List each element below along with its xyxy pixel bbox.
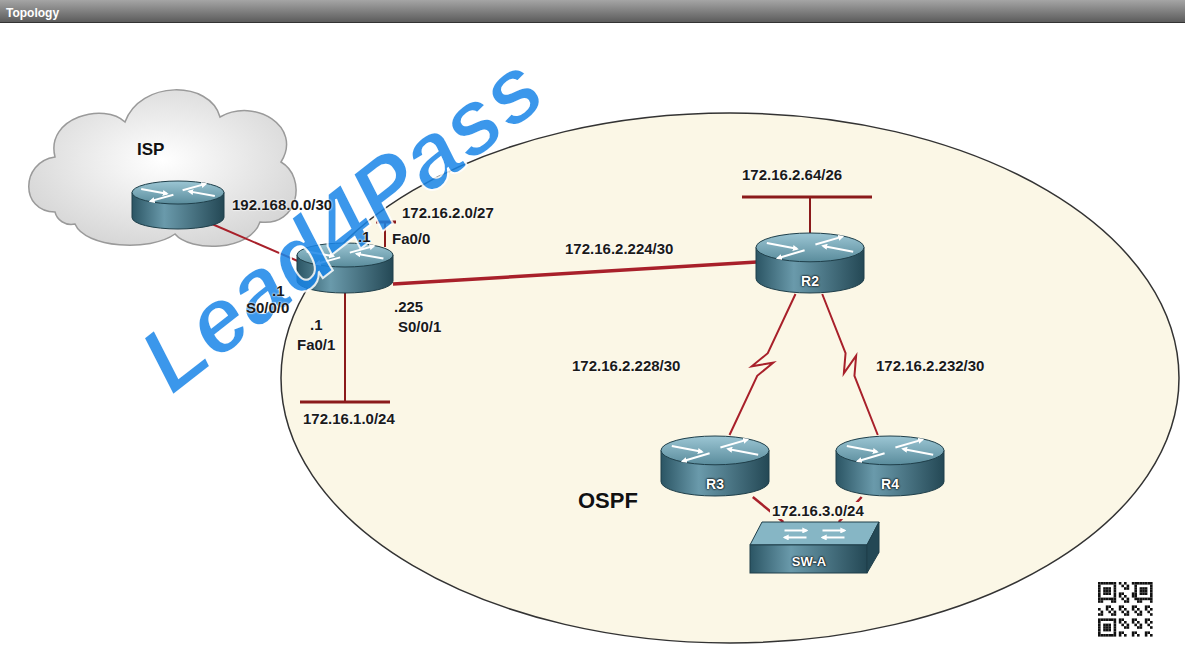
label-anchor: Fa0/1 — [297, 336, 335, 354]
interface-label: S0/0/1 — [398, 318, 441, 335]
interface-label: 172.16.2.224/30 — [565, 240, 673, 257]
interface-label: Fa0/0 — [392, 230, 430, 247]
interface-label: .1 — [358, 228, 371, 245]
lan-bar — [300, 401, 390, 404]
node-label: R3 — [706, 476, 724, 492]
lan-stub — [344, 290, 346, 402]
title-bar — [0, 0, 1185, 22]
interface-label: 172.16.2.0/27 — [402, 204, 494, 221]
label-anchor: S0/0/1 — [398, 318, 441, 336]
lan-bar — [742, 196, 872, 199]
title-rule — [0, 22, 1185, 23]
label-anchor: Fa0/0 — [392, 230, 430, 248]
label-anchor: 172.16.1.0/24 — [303, 410, 395, 428]
label-anchor: 172.16.2.64/26 — [742, 166, 842, 184]
interface-label: .225 — [394, 298, 423, 315]
interface-label: 172.16.3.0/24 — [770, 502, 866, 519]
interface-label: .1 — [272, 282, 285, 299]
diagram-title: Topology — [6, 6, 59, 20]
router-node: R4 — [835, 435, 945, 497]
interface-label: .1 — [310, 316, 323, 333]
interface-label: S0/0/0 — [246, 299, 289, 316]
label-anchor: 172.16.2.0/27 — [402, 204, 494, 222]
label-anchor: S0/0/0 — [246, 299, 289, 317]
node-label: ISP — [137, 140, 164, 160]
switch-node: SW-A — [750, 522, 880, 574]
label-anchor: .225 — [394, 298, 423, 316]
node-label: SW-A — [792, 554, 826, 569]
title-anchor: Topology — [6, 3, 59, 21]
edge-label-anchor: 172.16.2.232/30 — [876, 357, 984, 375]
router-node: R3 — [660, 435, 770, 497]
edge-label-anchor: 172.16.2.228/30 — [572, 357, 680, 375]
interface-label: 192.168.0.0/30 — [232, 196, 332, 213]
label-anchor: 172.16.2.224/30 — [565, 240, 673, 258]
node-label: R2 — [801, 273, 819, 289]
label-anchor: 172.16.3.0/24 — [770, 502, 866, 520]
subnet-label: 172.16.2.232/30 — [876, 357, 984, 374]
interface-label: 172.16.2.64/26 — [742, 166, 842, 183]
lan-stub — [809, 197, 811, 236]
qr-code — [1096, 580, 1155, 639]
label-anchor: .1 — [310, 316, 323, 334]
subnet-label: 172.16.2.228/30 — [572, 357, 680, 374]
label-anchor: 192.168.0.0/30 — [232, 196, 332, 214]
label-anchor: .1 — [272, 282, 285, 300]
label-anchor: .1 — [358, 228, 371, 246]
router-icon — [132, 181, 224, 229]
node-label: R4 — [881, 476, 899, 492]
interface-label: Fa0/1 — [297, 336, 335, 353]
router-node: R2 — [755, 232, 865, 294]
interface-label: 172.16.1.0/24 — [303, 410, 395, 427]
node-label: OSPF — [578, 488, 638, 514]
